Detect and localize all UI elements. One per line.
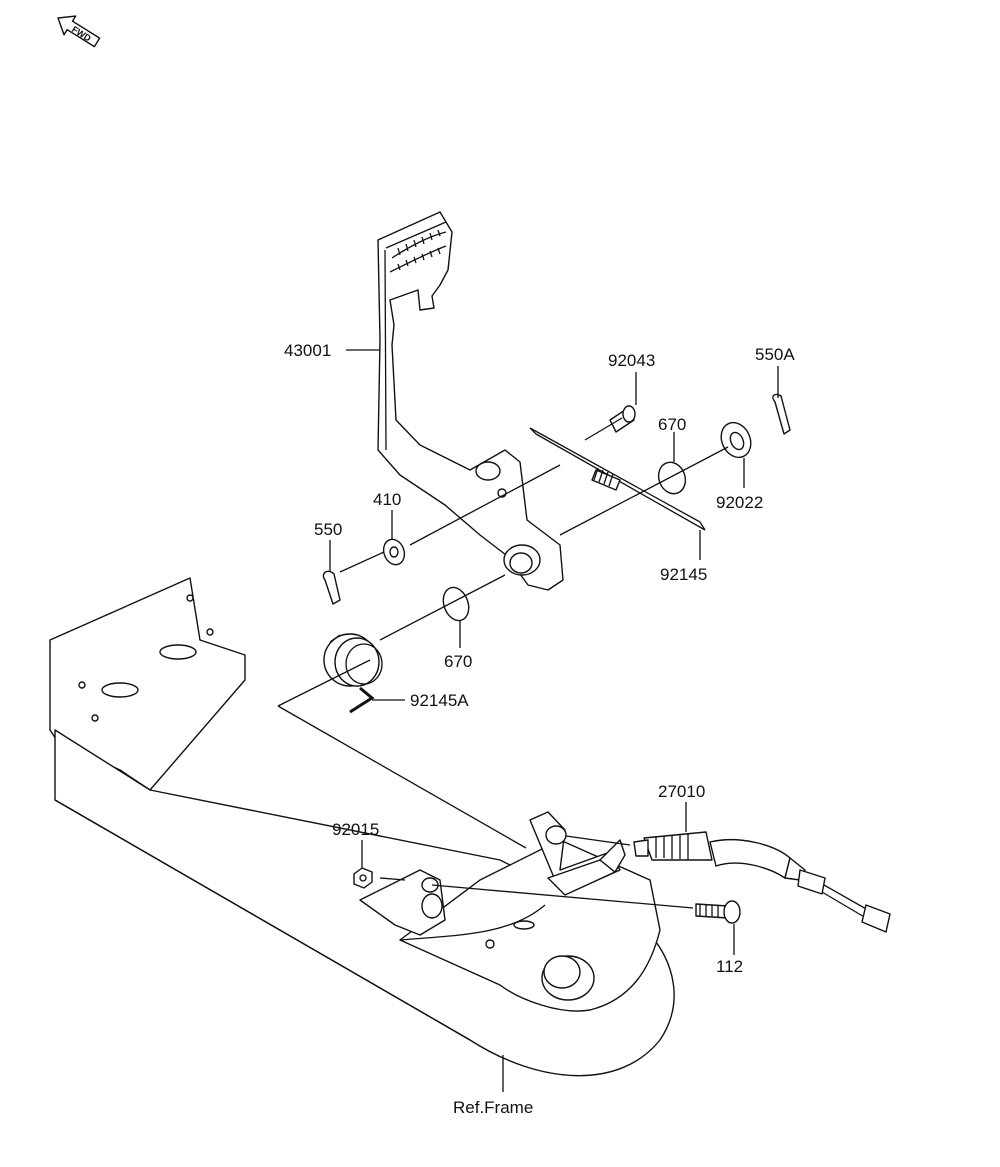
label-670-upper: 670 (658, 415, 686, 434)
label-92043: 92043 (608, 351, 655, 370)
cotter-pin-550-part (322, 570, 341, 605)
assembly-lines (277, 417, 729, 909)
torsion-spring-92145A-part (323, 633, 383, 714)
label-550: 550 (314, 520, 342, 539)
label-410: 410 (373, 490, 401, 509)
o-ring-670-lower (442, 586, 470, 622)
label-92022: 92022 (716, 493, 763, 512)
label-27010: 27010 (658, 782, 705, 801)
spring-rod-92145-part (529, 427, 706, 531)
brake-pedal-part (377, 211, 564, 591)
label-670-lower: 670 (444, 652, 472, 671)
fwd-arrow-icon: FWD (57, 15, 101, 48)
label-43001: 43001 (284, 341, 331, 360)
o-ring-670-upper (657, 461, 687, 495)
label-92015: 92015 (332, 820, 379, 839)
label-92145: 92145 (660, 565, 707, 584)
label-112: 112 (716, 957, 743, 976)
brake-switch-27010-part (633, 831, 891, 933)
label-92145A: 92145A (410, 691, 469, 710)
label-ref-frame: Ref.Frame (453, 1098, 533, 1117)
pin-92043-part (609, 405, 636, 433)
label-550A: 550A (755, 345, 795, 364)
switch-bracket-part (529, 811, 626, 896)
bolt-112-part (695, 900, 741, 924)
leader-lines (329, 349, 779, 1092)
cotter-pin-550A-part (772, 393, 791, 435)
pedal-pivot-bracket (359, 869, 446, 936)
